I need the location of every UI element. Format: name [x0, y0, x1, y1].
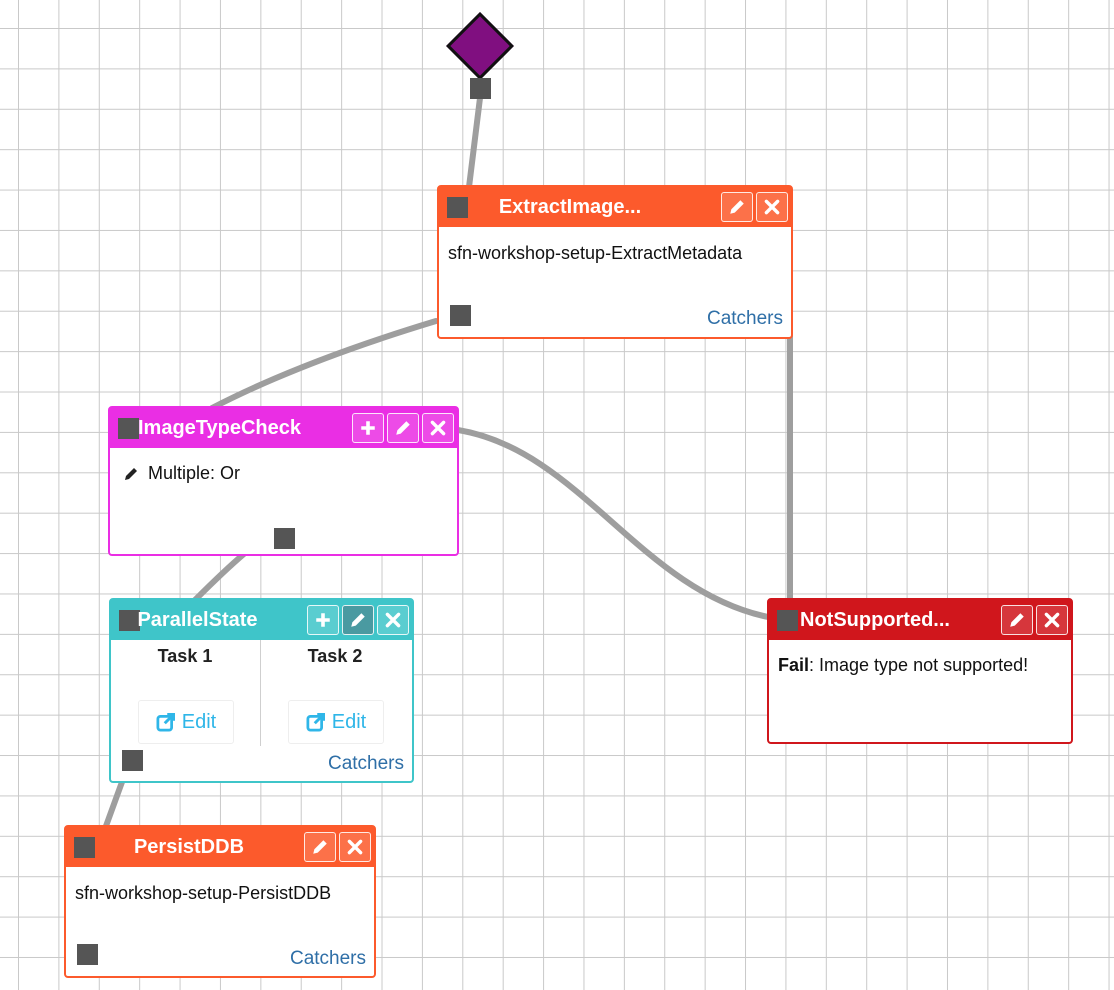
state-parallel[interactable]: ParallelState Task 1 Edit Task 2	[109, 598, 414, 783]
state-header[interactable]: ImageTypeCheck	[110, 408, 457, 448]
branch-divider	[260, 640, 261, 746]
input-handle[interactable]	[777, 610, 798, 631]
close-icon	[1044, 612, 1060, 628]
state-title: ImageTypeCheck	[137, 417, 302, 439]
close-icon	[764, 199, 780, 215]
branch-task-1: Task 1	[111, 640, 259, 667]
state-extract-image[interactable]: ExtractImage... sfn-workshop-setup-Extra…	[437, 185, 793, 339]
edit-button[interactable]	[304, 832, 336, 862]
resource-name: sfn-workshop-setup-ExtractMetadata	[448, 243, 743, 263]
catchers-link[interactable]: Catchers	[706, 308, 783, 329]
pencil-icon	[730, 200, 744, 214]
connector-parallel-persist	[103, 779, 125, 829]
branch-title: Task 2	[307, 646, 363, 666]
delete-button[interactable]	[756, 192, 788, 222]
edit-button[interactable]	[387, 413, 419, 443]
delete-button[interactable]	[422, 413, 454, 443]
input-handle[interactable]	[118, 418, 139, 439]
close-icon	[430, 420, 446, 436]
resource-name: sfn-workshop-setup-PersistDDB	[75, 883, 332, 903]
output-handle[interactable]	[77, 944, 98, 965]
state-header[interactable]: NotSupported...	[769, 600, 1071, 640]
plus-icon	[361, 421, 375, 435]
fail-message: : Image type not supported!	[809, 655, 1029, 675]
state-title: NotSupported...	[800, 609, 950, 631]
edit-button[interactable]	[342, 605, 374, 635]
external-link-icon	[306, 713, 325, 732]
connector-imagetypecheck-parallel	[192, 550, 248, 603]
state-header[interactable]: PersistDDB	[66, 827, 374, 867]
input-handle[interactable]	[447, 197, 468, 218]
catchers-link[interactable]: Catchers	[327, 753, 404, 774]
state-not-supported[interactable]: NotSupported... Fail: Image type not sup…	[767, 598, 1073, 744]
external-link-icon	[156, 713, 175, 732]
input-handle[interactable]	[74, 837, 95, 858]
branch-edit-button[interactable]: Edit	[288, 700, 384, 744]
state-title: ParallelState	[137, 609, 258, 631]
default-output-handle[interactable]	[274, 528, 295, 549]
pencil-icon	[1010, 613, 1024, 627]
branch-title: Task 1	[157, 646, 213, 666]
plus-icon	[316, 613, 330, 627]
state-persist-ddb[interactable]: PersistDDB sfn-workshop-setup-PersistDDB…	[64, 825, 376, 978]
edit-button[interactable]	[1001, 605, 1033, 635]
connector-imagetypecheck-notsupported	[455, 427, 771, 620]
edit-button[interactable]	[721, 192, 753, 222]
state-title: PersistDDB	[133, 836, 245, 858]
connector-start-extract	[466, 95, 483, 190]
output-handle[interactable]	[122, 750, 143, 771]
fail-label: Fail	[778, 655, 810, 675]
input-handle[interactable]	[119, 610, 140, 631]
pencil-icon	[396, 421, 410, 435]
branch-task-2: Task 2	[261, 640, 409, 667]
add-rule-button[interactable]	[352, 413, 384, 443]
catchers-link[interactable]: Catchers	[289, 948, 366, 969]
start-output-handle[interactable]	[470, 78, 491, 99]
delete-button[interactable]	[377, 605, 409, 635]
fail-description: Fail: Image type not supported!	[778, 655, 1028, 676]
close-icon	[385, 612, 401, 628]
pencil-icon[interactable]	[123, 466, 139, 482]
state-header[interactable]: ExtractImage...	[439, 187, 791, 227]
add-branch-button[interactable]	[307, 605, 339, 635]
output-handle[interactable]	[450, 305, 471, 326]
state-image-type-check[interactable]: ImageTypeCheck Multiple: Or	[108, 406, 459, 556]
state-title: ExtractImage...	[498, 196, 642, 218]
delete-button[interactable]	[1036, 605, 1068, 635]
close-icon	[347, 839, 363, 855]
edit-label: Edit	[331, 710, 367, 733]
state-header[interactable]: ParallelState	[111, 600, 412, 640]
connector-extract-imagetypecheck	[209, 318, 439, 411]
edit-label: Edit	[181, 710, 217, 733]
delete-button[interactable]	[339, 832, 371, 862]
branch-edit-button[interactable]: Edit	[138, 700, 234, 744]
pencil-icon	[313, 840, 327, 854]
choice-rule: Multiple: Or	[148, 463, 241, 483]
pencil-icon	[351, 613, 365, 627]
